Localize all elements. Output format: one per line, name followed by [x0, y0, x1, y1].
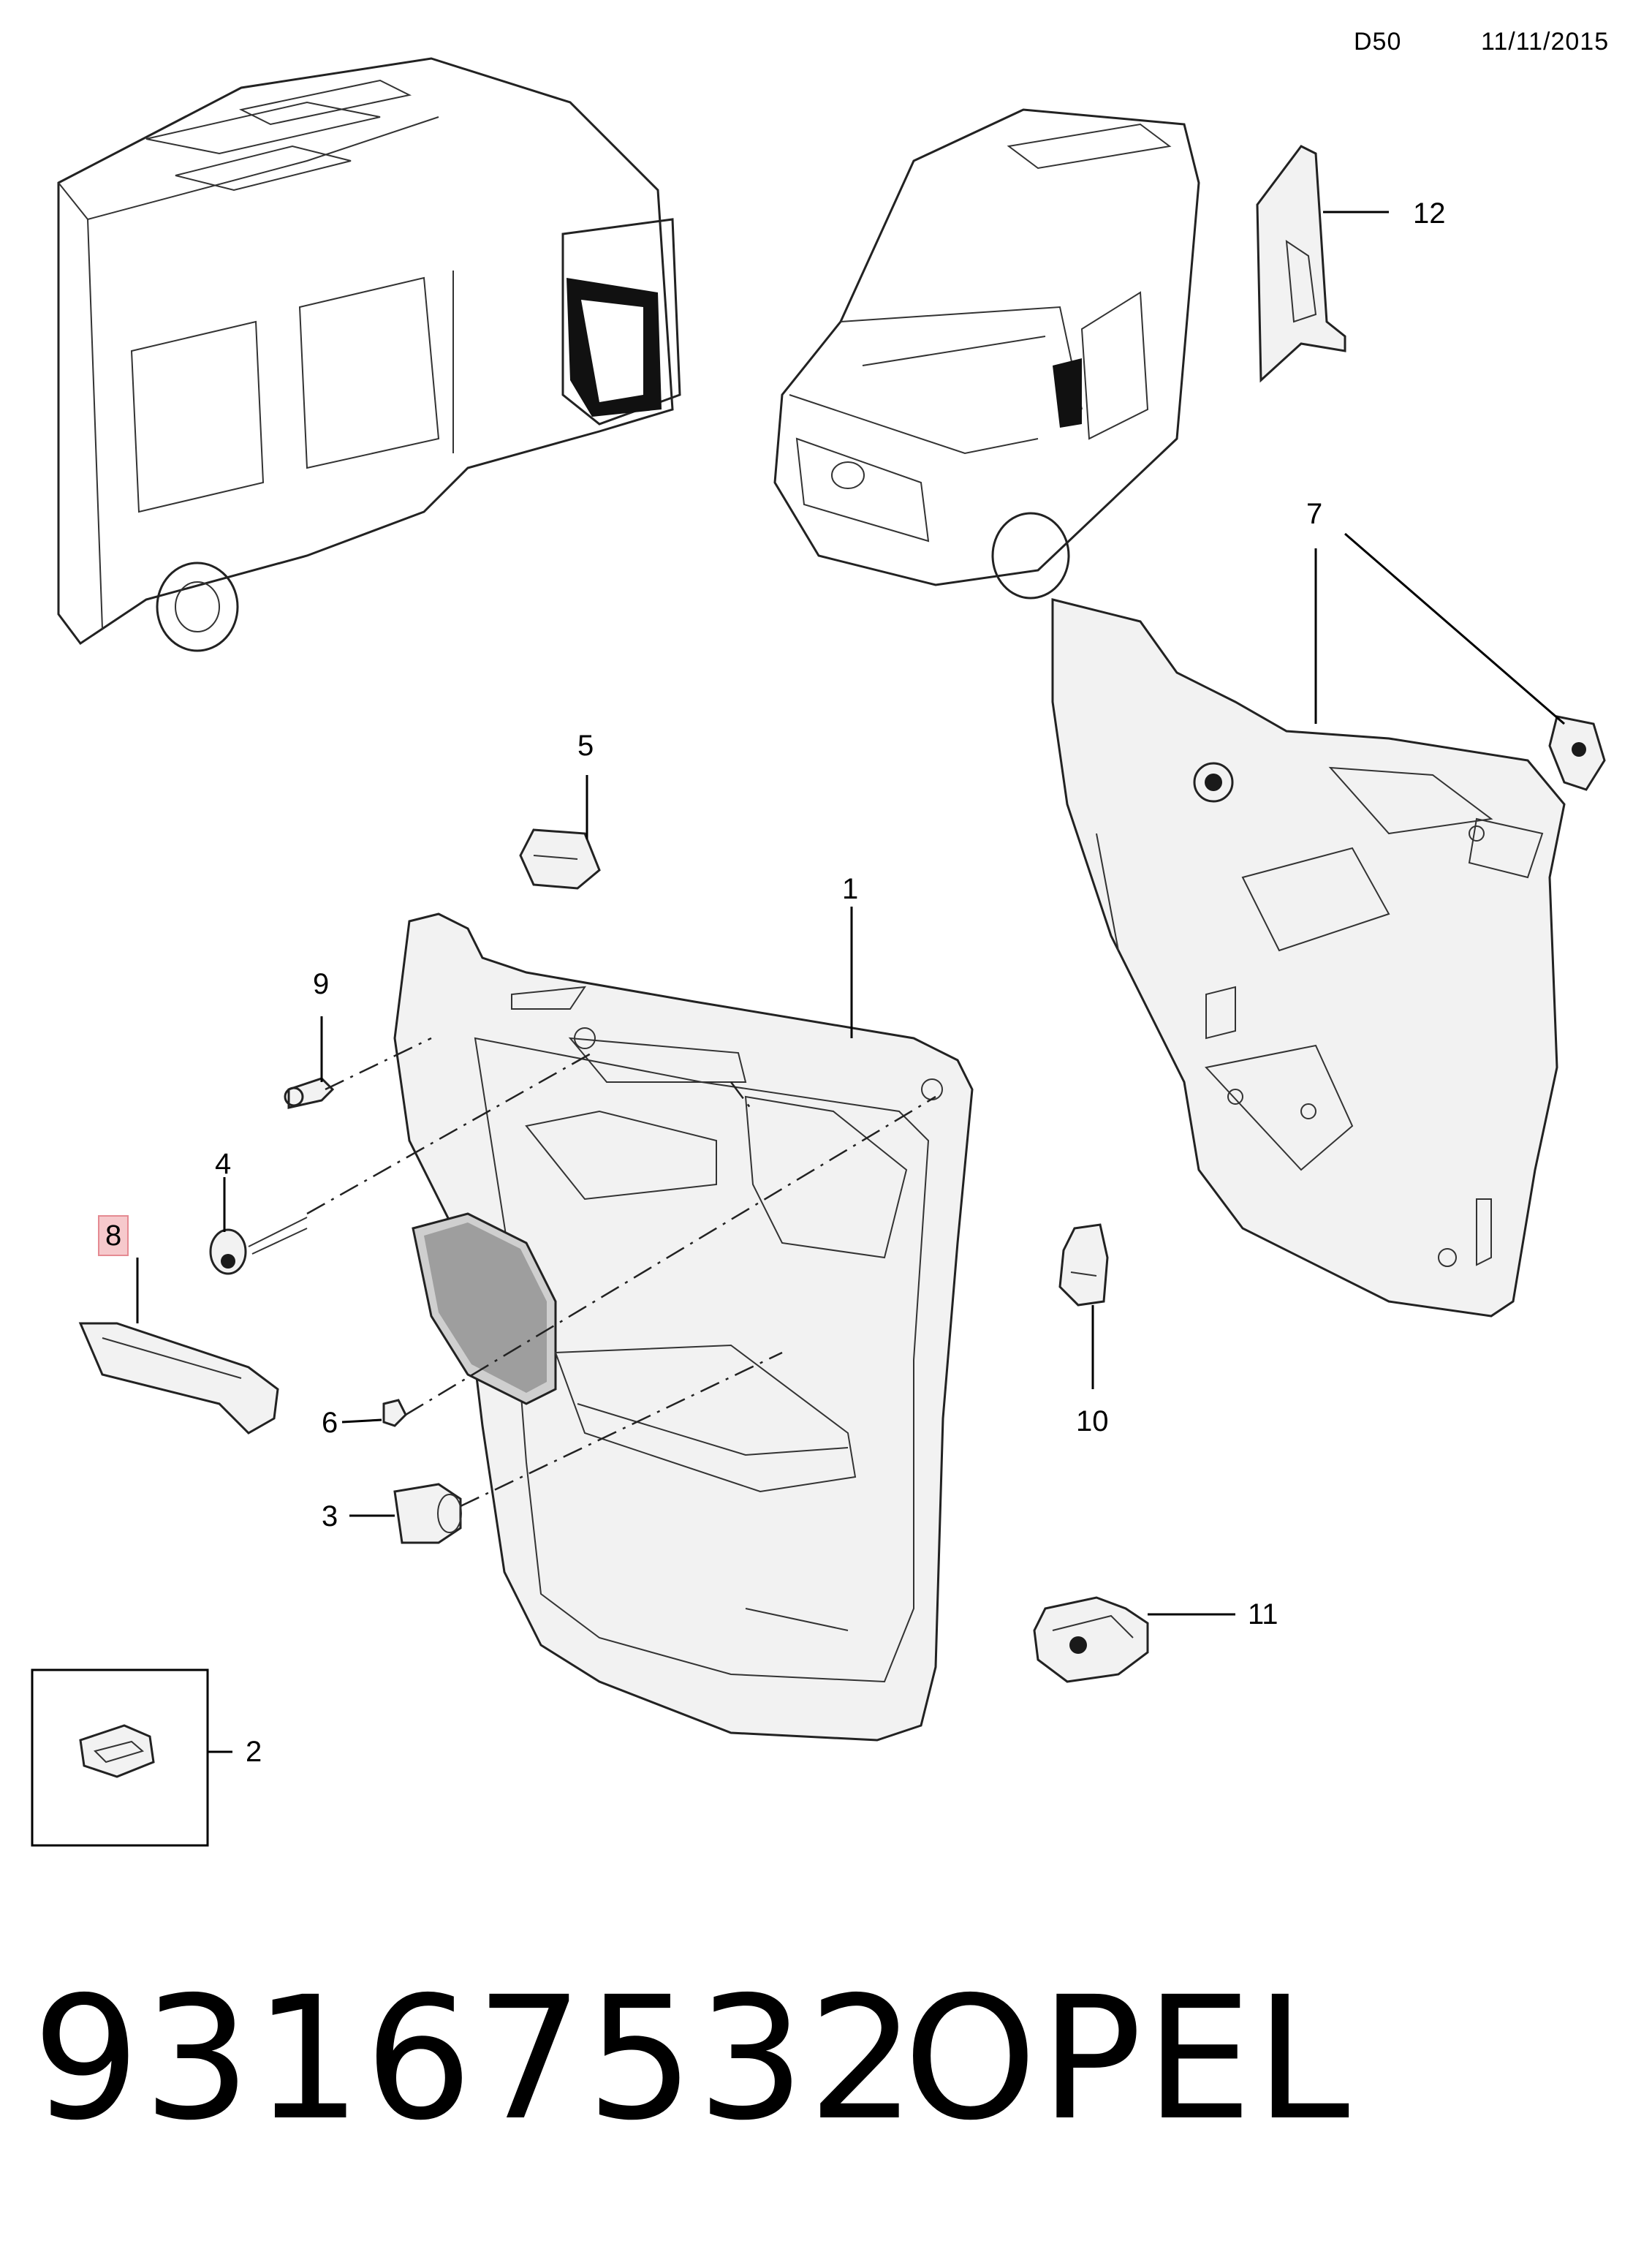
diagram-date: 11/11/2015 [1481, 28, 1610, 56]
assembly-dashed-lines [306, 1037, 936, 1508]
callout-10: 10 [1076, 1405, 1109, 1437]
part-11-fastener [1033, 1596, 1235, 1683]
callout-7: 7 [1306, 498, 1323, 530]
callout-2: 2 [246, 1736, 262, 1768]
callout-3: 3 [322, 1500, 338, 1532]
van-rear-view-illustration [57, 57, 681, 652]
brand-name: OPEL [903, 1960, 1353, 2158]
part-4-screw [209, 1177, 308, 1275]
callout-11: 11 [1248, 1598, 1278, 1630]
part-1-door-trim-panel [393, 907, 974, 1742]
part-2-inset-box [31, 1668, 232, 1847]
callout-6: 6 [322, 1407, 338, 1439]
part-6-clip [341, 1399, 407, 1427]
callout-8: 8 [97, 1215, 129, 1256]
part-number: 93167532 [32, 1960, 919, 2158]
part-5-clip [519, 775, 601, 890]
part-8-pull-handle [78, 1258, 279, 1435]
callout-12: 12 [1413, 197, 1446, 230]
callout-4: 4 [215, 1148, 232, 1180]
diagram-code: D50 [1354, 28, 1402, 56]
callout-9: 9 [313, 968, 330, 1000]
parts-diagram [31, 57, 1606, 1847]
callout-5: 5 [577, 730, 594, 762]
callout-1: 1 [842, 873, 859, 905]
part-9-push-clip [284, 1016, 335, 1109]
part-12-pillar-trim [1256, 145, 1389, 383]
part-10-clip [1058, 1223, 1109, 1389]
part-7-window-regulator [1051, 532, 1606, 1318]
part-3-grommet [349, 1483, 462, 1544]
van-front-view-illustration [773, 108, 1200, 600]
